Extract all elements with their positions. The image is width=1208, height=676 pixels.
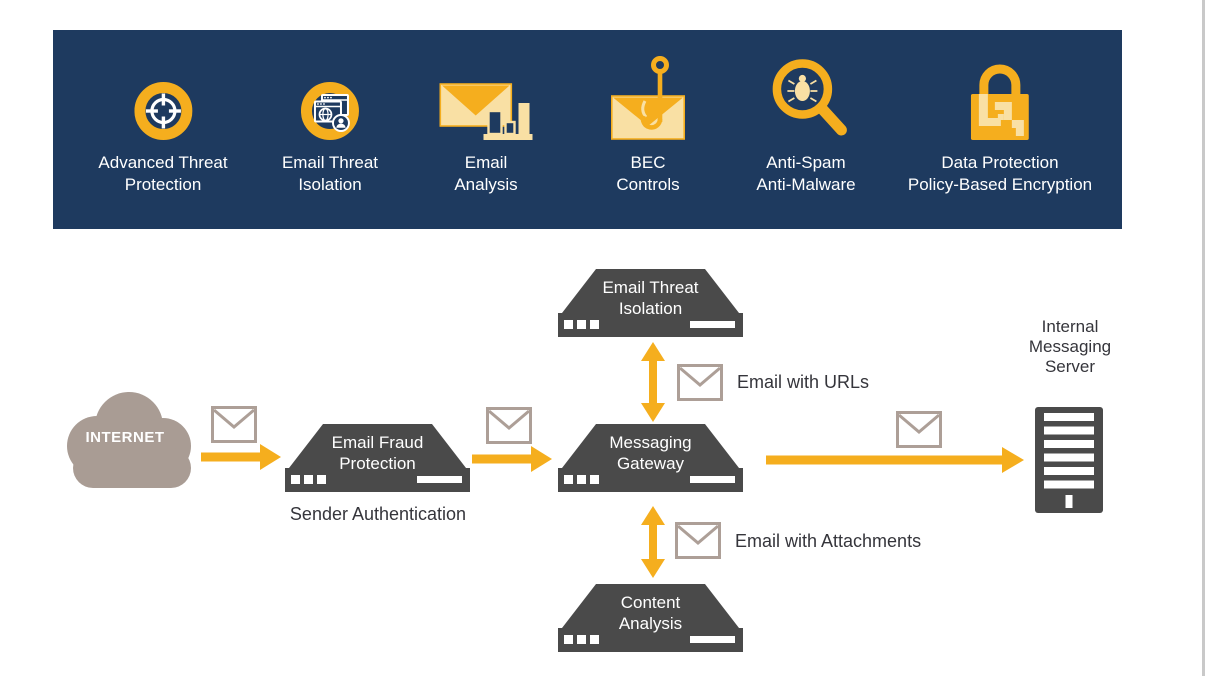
email-with-attachments-label: Email with Attachments bbox=[735, 531, 922, 551]
label-line: Gateway bbox=[616, 454, 685, 473]
banner-item-bec-controls: BEC Controls bbox=[611, 48, 685, 196]
server-content-analysis: Content Analysis bbox=[558, 584, 743, 652]
label-line: Analysis bbox=[454, 175, 518, 194]
tower-server-icon bbox=[1035, 407, 1103, 513]
server-label: Email Threat Isolation bbox=[558, 277, 743, 319]
banner-item-anti-spam-anti-malware: Anti-Spam Anti-Malware bbox=[756, 48, 856, 196]
server-label: Content Analysis bbox=[558, 592, 743, 634]
icon-box bbox=[439, 48, 533, 140]
label-line: Protection bbox=[339, 454, 416, 473]
label-line: Email bbox=[464, 153, 508, 172]
server-label: Email Fraud Protection bbox=[285, 432, 470, 474]
browser-isolation-icon bbox=[301, 82, 359, 140]
label-line: Email Threat bbox=[602, 278, 699, 297]
banner-item-data-protection-encryption: Data Protection Policy-Based Encryption bbox=[908, 48, 1092, 196]
appliance-icon bbox=[558, 584, 743, 652]
banner-item-label: Email Analysis bbox=[454, 152, 517, 196]
label-line: Messaging bbox=[609, 433, 692, 452]
banner-item-label: Data Protection Policy-Based Encryption bbox=[908, 152, 1092, 196]
label-line: Anti-Spam bbox=[766, 153, 846, 172]
email-analysis-icon bbox=[439, 83, 533, 140]
label-line: Email Threat bbox=[281, 153, 379, 172]
icon-box bbox=[761, 48, 851, 140]
label-line: Controls bbox=[616, 175, 680, 194]
encryption-lock-icon bbox=[970, 64, 1029, 140]
internet-cloud: INTERNET bbox=[55, 388, 195, 490]
label-line: Isolation bbox=[618, 299, 683, 318]
label-line: Content bbox=[620, 593, 681, 612]
product-banner: Advanced Threat Protection bbox=[53, 30, 1122, 229]
label-line: Advanced Threat bbox=[98, 153, 228, 172]
target-icon bbox=[133, 82, 192, 140]
icon-box bbox=[970, 48, 1029, 140]
label-line: Isolation bbox=[298, 175, 362, 194]
appliance-icon bbox=[558, 269, 743, 337]
banner-item-label: Anti-Spam Anti-Malware bbox=[756, 152, 855, 196]
icon-box bbox=[301, 48, 359, 140]
banner-item-label: Email Threat Isolation bbox=[282, 152, 378, 196]
phishing-hook-icon bbox=[611, 56, 685, 140]
label-line: Protection bbox=[124, 175, 202, 194]
envelope-icon bbox=[486, 407, 532, 444]
banner-item-label: BEC Controls bbox=[616, 152, 679, 196]
flow-arrow-right bbox=[766, 447, 1024, 473]
label-line: BEC bbox=[630, 153, 666, 172]
sender-authentication-label: Sender Authentication bbox=[289, 504, 467, 524]
label-line: Policy-Based Encryption bbox=[907, 175, 1093, 194]
magnifier-bug-icon bbox=[772, 59, 847, 136]
page-edge-line bbox=[1202, 0, 1205, 676]
banner-item-email-analysis: Email Analysis bbox=[439, 48, 533, 196]
banner-item-label: Advanced Threat Protection bbox=[98, 152, 227, 196]
email-with-urls-label: Email with URLs bbox=[737, 372, 870, 392]
label-line: Anti-Malware bbox=[756, 175, 856, 194]
envelope-icon bbox=[677, 364, 723, 401]
flow-arrow-right bbox=[472, 446, 552, 472]
appliance-icon bbox=[285, 424, 470, 492]
envelope-icon bbox=[896, 411, 942, 448]
flow-arrow-right bbox=[201, 444, 281, 470]
envelope-icon bbox=[211, 406, 257, 443]
double-arrow-vertical bbox=[641, 506, 665, 578]
label-line: Data Protection bbox=[941, 153, 1059, 172]
cloud-icon bbox=[67, 392, 191, 488]
server-messaging-gateway: Messaging Gateway bbox=[558, 424, 743, 492]
internet-label: INTERNET bbox=[85, 429, 165, 446]
label-line: Messaging bbox=[1028, 337, 1112, 356]
label-line: Email Fraud bbox=[331, 433, 424, 452]
appliance-icon bbox=[558, 424, 743, 492]
label-line: Server bbox=[1044, 357, 1096, 376]
icon-box bbox=[133, 48, 192, 140]
icon-box bbox=[611, 48, 685, 140]
label-line: Internal bbox=[1041, 317, 1099, 336]
server-email-threat-isolation: Email Threat Isolation bbox=[558, 269, 743, 337]
server-label: Messaging Gateway bbox=[558, 432, 743, 474]
label-line: Analysis bbox=[618, 614, 683, 633]
envelope-icon bbox=[675, 522, 721, 559]
banner-item-email-threat-isolation: Email Threat Isolation bbox=[282, 48, 378, 196]
server-email-fraud-protection: Email Fraud Protection bbox=[285, 424, 470, 492]
double-arrow-vertical bbox=[641, 342, 665, 422]
internal-messaging-server-label: Internal Messaging Server bbox=[1000, 317, 1140, 377]
banner-item-advanced-threat-protection: Advanced Threat Protection bbox=[98, 48, 228, 196]
